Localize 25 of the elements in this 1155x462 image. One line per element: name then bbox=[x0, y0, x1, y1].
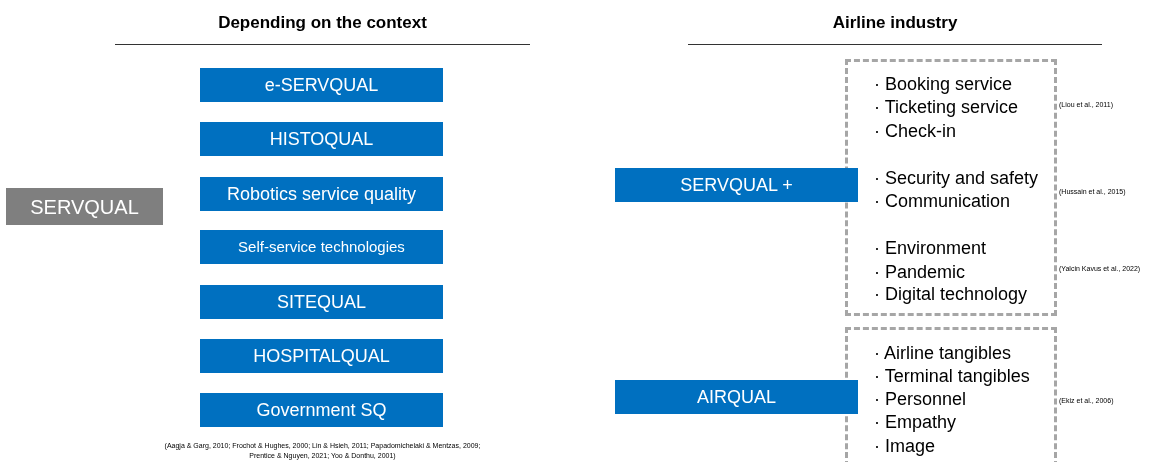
label-box: SITEQUAL bbox=[200, 285, 443, 319]
list-item: · Ticketing service bbox=[874, 97, 1019, 117]
list-item: · Security and safety bbox=[874, 168, 1039, 188]
label-box: HISTOQUAL bbox=[200, 122, 443, 156]
list-item: · Airline tangibles bbox=[874, 343, 1012, 363]
list-item: · Digital technology bbox=[874, 284, 1028, 304]
label-box: SERVQUAL + bbox=[615, 168, 858, 202]
label-box: HOSPITALQUAL bbox=[200, 339, 443, 373]
list-item: · Environment bbox=[874, 238, 987, 258]
list-item: · Check-in bbox=[874, 121, 957, 141]
list-item: · Empathy bbox=[874, 412, 957, 432]
list-item: · Personnel bbox=[874, 389, 967, 409]
label-box: e-SERVQUAL bbox=[200, 68, 443, 102]
section-heading: Airline industry bbox=[688, 10, 1102, 45]
list-item: · Image bbox=[874, 436, 936, 456]
label-box: SERVQUAL bbox=[6, 188, 163, 225]
label-box: Government SQ bbox=[200, 393, 443, 427]
list-item: · Terminal tangibles bbox=[874, 366, 1030, 386]
label-box: Robotics service quality bbox=[200, 177, 443, 211]
list-item: · Communication bbox=[874, 191, 1011, 211]
list-item: · Pandemic bbox=[874, 262, 966, 282]
section-heading: Depending on the context bbox=[115, 10, 530, 45]
list-item: · Booking service bbox=[874, 74, 1013, 94]
label-box: Self-service technologies bbox=[200, 230, 443, 264]
label-box: AIRQUAL bbox=[615, 380, 858, 414]
